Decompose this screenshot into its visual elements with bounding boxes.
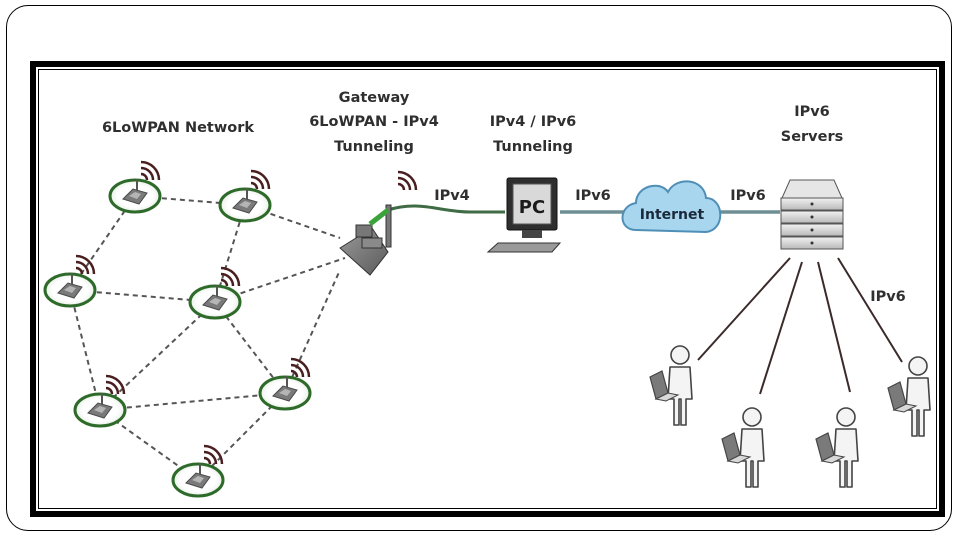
ipv4-link (387, 204, 505, 214)
gateway-router-icon (339, 170, 418, 276)
sensor-node-icon (258, 357, 312, 411)
sensor-node-icon (73, 374, 127, 428)
network-label: 6LoWPAN Network (102, 120, 254, 136)
servers-label-line1: IPv6 (794, 104, 830, 120)
tunnel-label-line2: Tunneling (493, 139, 573, 155)
sensor-node-icon (218, 169, 272, 223)
slide-outer-frame (6, 5, 952, 531)
ipv4-link-label: IPv4 (434, 188, 470, 204)
figure-frame-thin (38, 69, 937, 509)
user-link (837, 257, 903, 363)
mesh-link (244, 204, 341, 239)
servers-label-line2: Servers (781, 129, 844, 145)
tunnel-label-line1: IPv4 / IPv6 (490, 114, 577, 130)
ipv6-link-label-internet: IPv6 (730, 188, 766, 204)
figure-frame-thick (30, 61, 945, 517)
user-link (759, 261, 803, 395)
mesh-link (69, 289, 101, 411)
mesh-link (99, 392, 286, 411)
user-link (697, 257, 791, 361)
sensor-node-icon (171, 444, 225, 498)
ipv6-link-label-users: IPv6 (870, 289, 906, 305)
ipv6-link-label-pc: IPv6 (575, 188, 611, 204)
user-with-laptop-icon (649, 345, 693, 426)
mesh-link (284, 269, 341, 394)
mesh-links (69, 195, 346, 481)
internet-label: Internet (640, 207, 705, 223)
user-link (817, 261, 851, 393)
gateway-label-line3: Tunneling (334, 139, 414, 155)
user-links (697, 257, 903, 395)
ipv6-server-rack-icon (780, 179, 844, 250)
internet-cloud-icon: Internet (621, 180, 722, 234)
user-with-laptop-icon (721, 407, 765, 488)
gateway-label-line1: Gateway (339, 90, 410, 106)
pc-computer-icon: PC (486, 177, 562, 253)
sensor-node-icon (188, 266, 242, 320)
gateway-label-line2: 6LoWPAN - IPv4 (309, 114, 439, 130)
user-with-laptop-icon (815, 407, 859, 488)
pc-label: PC (519, 197, 545, 218)
sensor-node-icon (108, 160, 162, 214)
user-with-laptop-icon (887, 356, 931, 437)
